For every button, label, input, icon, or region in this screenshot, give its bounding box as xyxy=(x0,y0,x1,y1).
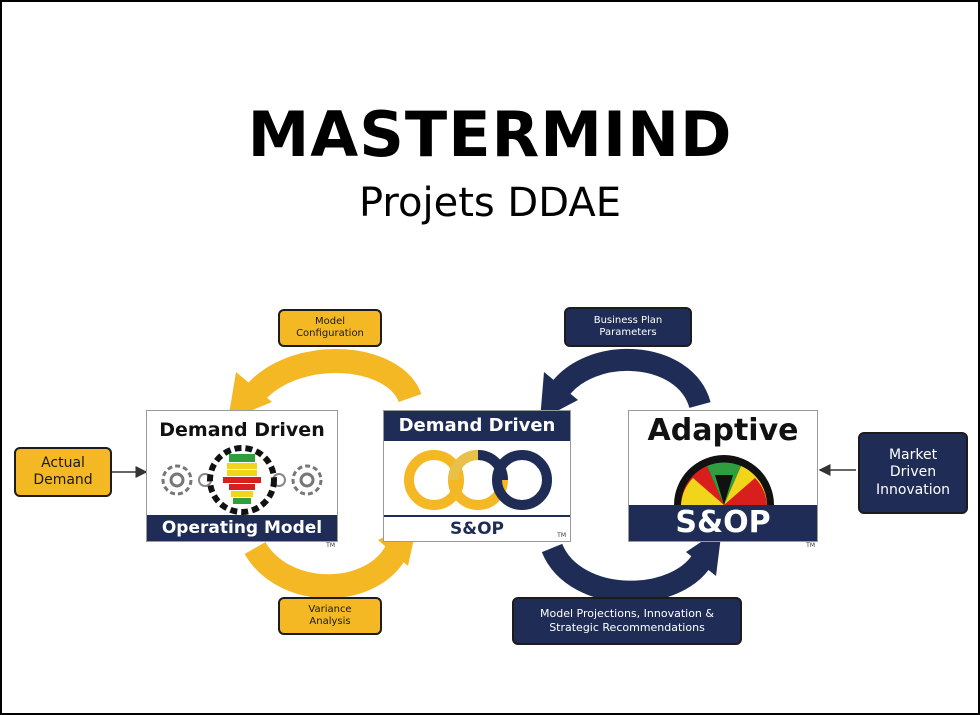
sop-rings-icon xyxy=(404,450,552,510)
slide-subtitle: Projets DDAE xyxy=(359,180,621,226)
model-configuration-line-2: Configuration xyxy=(296,328,364,339)
model-configuration-arrowhead xyxy=(228,372,272,420)
business-plan-line-1: Business Plan xyxy=(593,314,663,326)
variance-analysis-line-2: Analysis xyxy=(309,616,351,627)
adaptive-heading: Adaptive xyxy=(647,413,799,448)
model-projections-label: Model Projections, Innovation & Strategi… xyxy=(512,597,742,645)
market-innovation-line-2: Driven xyxy=(889,464,937,481)
variance-analysis-line-1: Variance xyxy=(308,603,352,615)
sop-footer: S&OP xyxy=(384,515,570,541)
model-projections-line-2: Strategic Recommendations xyxy=(549,621,705,634)
sop-tm: TM xyxy=(557,532,566,539)
operating-model-heading: Demand Driven xyxy=(159,419,325,441)
actual-demand-line-2: Demand xyxy=(33,472,93,488)
market-innovation-line-3: Innovation xyxy=(875,481,951,498)
adaptive-footer: S&OP xyxy=(629,505,817,541)
model-projections-line-1: Model Projections, Innovation & xyxy=(540,607,714,621)
adaptive-tm: TM xyxy=(806,542,815,549)
business-plan-arrow xyxy=(548,348,711,409)
model-configuration-label: Model Configuration xyxy=(278,309,382,347)
operating-model-footer: Operating Model xyxy=(147,515,337,541)
operating-model-gears-icon xyxy=(161,445,323,515)
model-configuration-arrow xyxy=(247,349,422,404)
adaptive-gauge-icon xyxy=(674,455,774,505)
variance-analysis-label: Variance Analysis xyxy=(278,597,382,635)
actual-demand-line-1: Actual xyxy=(41,454,85,471)
actual-demand-label: Actual Demand xyxy=(14,447,112,497)
slide-title: MASTERMIND xyxy=(247,98,733,171)
market-innovation-line-1: Market xyxy=(888,446,938,463)
sop-panel: Demand Driven S&OP TM xyxy=(383,410,571,542)
adaptive-panel: Adaptive S&OP TM xyxy=(628,410,818,549)
business-plan-line-2: Parameters xyxy=(599,327,657,338)
model-configuration-line-1: Model xyxy=(314,315,345,327)
business-plan-arrowhead xyxy=(540,372,578,420)
model-projections-arrow xyxy=(541,543,715,603)
market-driven-innovation-label: Market Driven Innovation xyxy=(858,432,968,514)
sop-header: Demand Driven xyxy=(384,411,570,441)
operating-model-tm: TM xyxy=(326,542,335,549)
variance-analysis-arrow xyxy=(244,541,409,599)
business-plan-parameters-label: Business Plan Parameters xyxy=(564,307,692,347)
operating-model-panel: Demand Driven Operating Model TM xyxy=(146,410,338,549)
